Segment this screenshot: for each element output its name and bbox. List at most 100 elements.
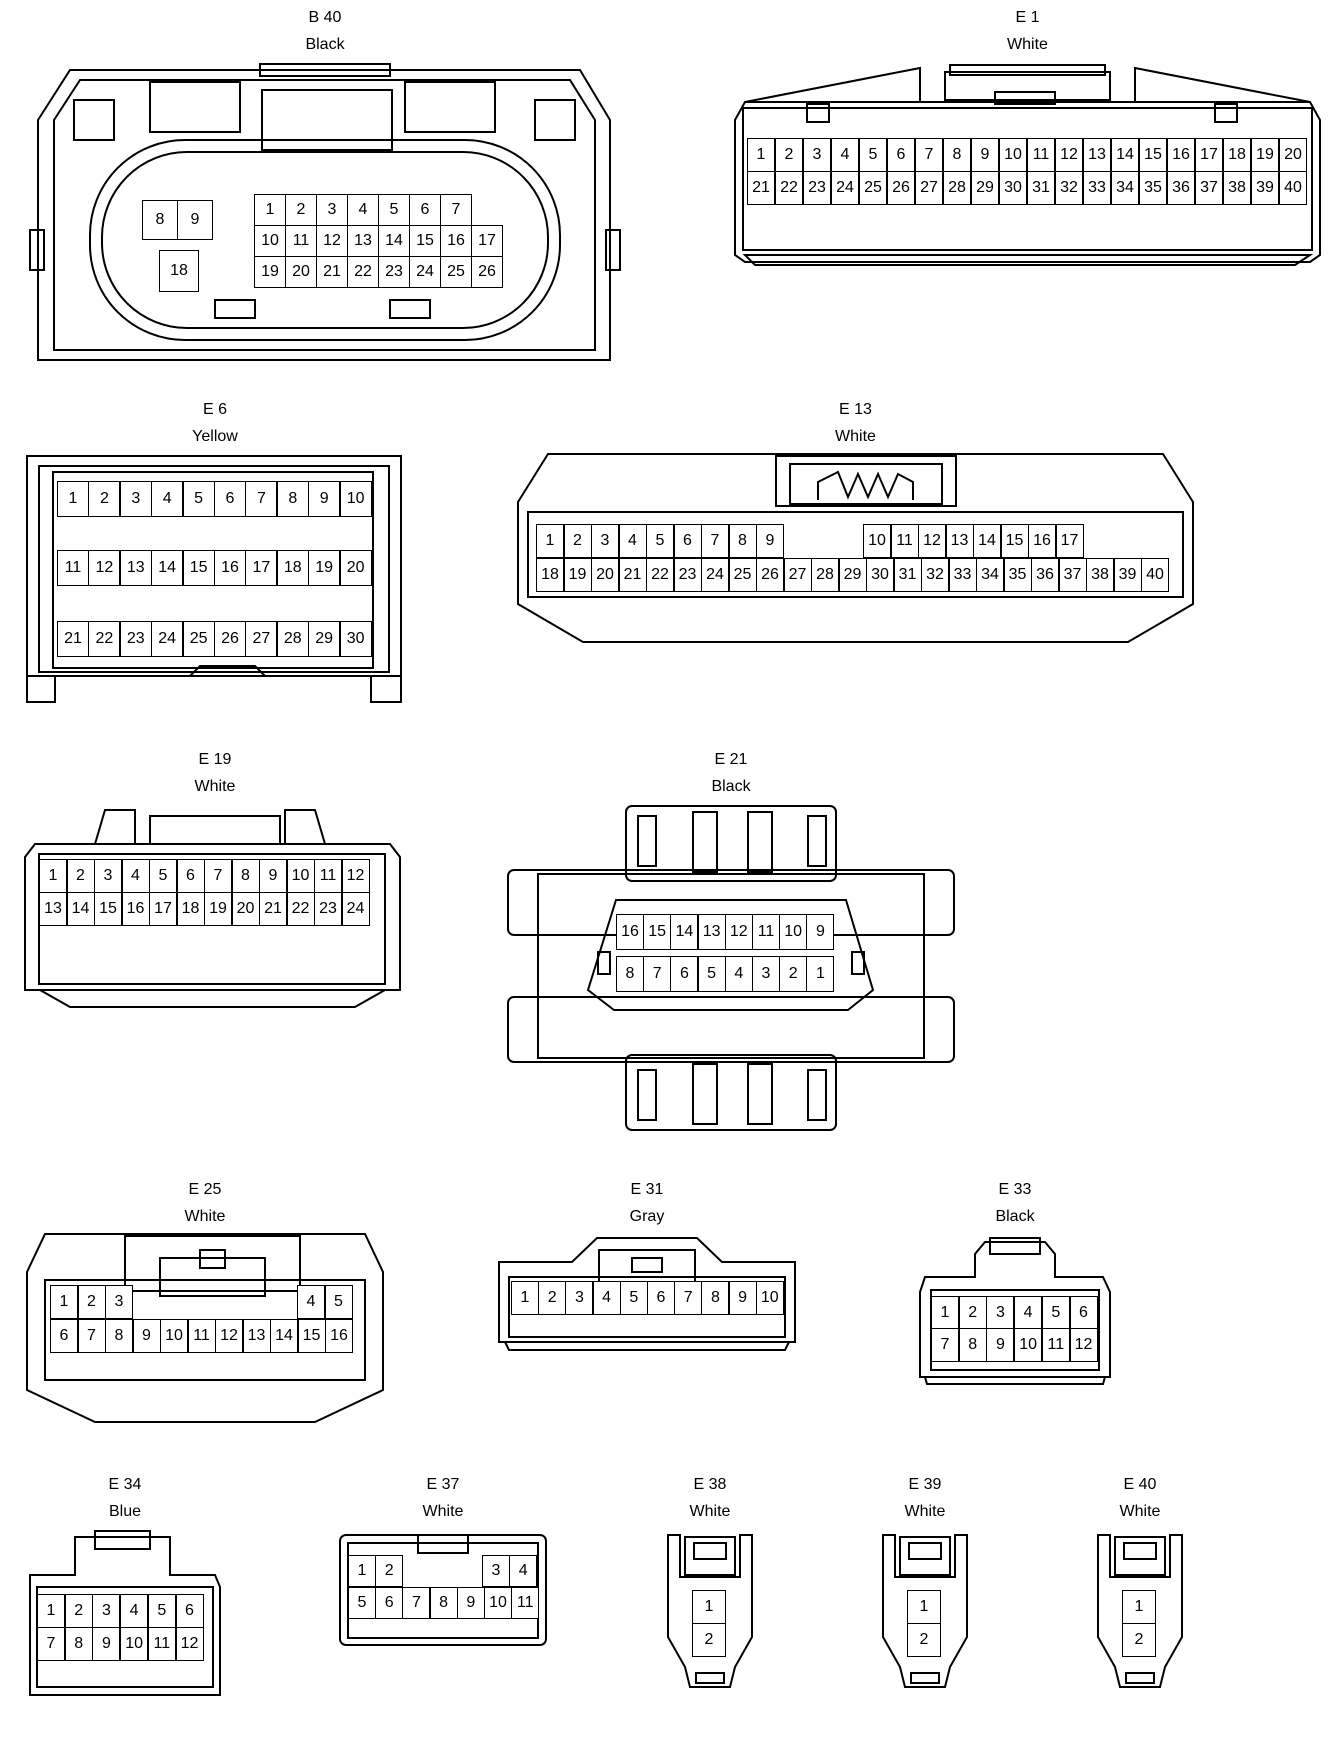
pin: 33	[1083, 171, 1111, 205]
pin: 1	[39, 859, 67, 893]
pin: 4	[347, 194, 379, 226]
pin: 2	[285, 194, 317, 226]
pin: 6	[50, 1319, 78, 1353]
pin: 12	[1069, 1328, 1098, 1362]
pin: 15	[643, 914, 672, 950]
connector-color: White	[1007, 36, 1048, 53]
pin: 9	[756, 524, 784, 558]
pin: 7	[440, 194, 472, 226]
pin: 23	[803, 171, 831, 205]
pin: 10	[120, 1627, 149, 1661]
pin: 9	[177, 200, 213, 240]
pin: 34	[1111, 171, 1139, 205]
pin: 11	[314, 859, 342, 893]
pin: 14	[1111, 138, 1139, 172]
connector-color: White	[1119, 1503, 1161, 1520]
pin: 2	[77, 1285, 106, 1319]
connector-header: B 40 Black	[30, 8, 620, 54]
connector-color: Gray	[629, 1208, 665, 1225]
connector-code: E 39	[908, 1476, 942, 1493]
pin: 13	[945, 524, 974, 558]
pin: 17	[1195, 138, 1223, 172]
pin: 27	[783, 558, 812, 592]
pin: 8	[943, 138, 971, 172]
pin: 7	[674, 1281, 703, 1315]
pin: 1	[511, 1281, 539, 1315]
pin: 12	[316, 225, 348, 257]
pin: 1	[806, 956, 835, 992]
pin: 20	[285, 256, 317, 288]
pin: 13	[39, 892, 67, 926]
pin: 7	[204, 859, 232, 893]
pin: 1	[907, 1590, 941, 1624]
pin: 30	[999, 171, 1027, 205]
pin: 25	[182, 621, 215, 657]
pin: 4	[121, 859, 150, 893]
pin: 11	[1027, 138, 1055, 172]
pin: 13	[119, 550, 152, 586]
connector-code: E 33	[998, 1181, 1032, 1198]
pin: 17	[245, 550, 278, 586]
pin: 6	[214, 481, 246, 517]
pin: 39	[1113, 558, 1142, 592]
connector-code: E 1	[1015, 9, 1040, 26]
pin: 16	[616, 914, 644, 950]
pin: 11	[285, 225, 317, 257]
pin: 24	[341, 892, 370, 926]
connector-header: E 37 White	[338, 1475, 548, 1521]
pin: 6	[647, 1281, 675, 1315]
connector-code: E 31	[630, 1181, 664, 1198]
connector-color: White	[689, 1503, 731, 1520]
pin: 1	[1122, 1590, 1156, 1624]
pin: 13	[697, 914, 726, 950]
pin: 37	[1195, 171, 1223, 205]
pin: 8	[276, 481, 309, 517]
pin: 9	[259, 859, 287, 893]
connector-header: E 25 White	[25, 1180, 385, 1226]
pin: 10	[160, 1319, 188, 1353]
pin: 11	[57, 550, 89, 586]
pin: 36	[1167, 171, 1195, 205]
connector-color: Black	[995, 1208, 1035, 1225]
connector-color: White	[422, 1503, 464, 1520]
pin: 16	[325, 1319, 353, 1353]
pin: 5	[1041, 1296, 1070, 1330]
pin: 8	[231, 859, 260, 893]
pin: 2	[775, 138, 803, 172]
pin: 13	[1083, 138, 1111, 172]
pin: 37	[1058, 558, 1087, 592]
connector-housing	[667, 1534, 753, 1688]
pin: 14	[378, 225, 410, 257]
pin: 18	[536, 558, 564, 592]
connector-housing	[26, 1233, 384, 1423]
pin: 16	[121, 892, 150, 926]
pin: 36	[1031, 558, 1059, 592]
connector-code: E 38	[693, 1476, 727, 1493]
connector-b40: B 40 Black 1 2 3 4 5 6 7 10 11 12 13 14 …	[29, 8, 621, 361]
pin: 2	[563, 524, 592, 558]
connector-header: E 21 Black	[508, 750, 954, 796]
pin: 9	[806, 914, 835, 950]
pin: 25	[440, 256, 472, 288]
pin: 27	[915, 171, 943, 205]
connector-housing	[507, 805, 955, 1131]
pin: 3	[105, 1285, 133, 1319]
pin: 28	[943, 171, 971, 205]
pin: 15	[1139, 138, 1167, 172]
pin: 24	[701, 558, 729, 592]
pin: 38	[1086, 558, 1114, 592]
pin: 4	[120, 1594, 149, 1628]
pin: 3	[565, 1281, 594, 1315]
pin: 13	[242, 1319, 271, 1353]
pin: 19	[204, 892, 232, 926]
pin: 22	[646, 558, 674, 592]
pin: 14	[270, 1319, 298, 1353]
connector-code: E 19	[198, 751, 232, 768]
pin: 40	[1141, 558, 1169, 592]
pin: 20	[1279, 138, 1307, 172]
pin: 23	[378, 256, 410, 288]
pin: 1	[57, 481, 89, 517]
pin: 8	[616, 956, 644, 992]
pin: 12	[341, 859, 370, 893]
pin: 14	[973, 524, 1001, 558]
